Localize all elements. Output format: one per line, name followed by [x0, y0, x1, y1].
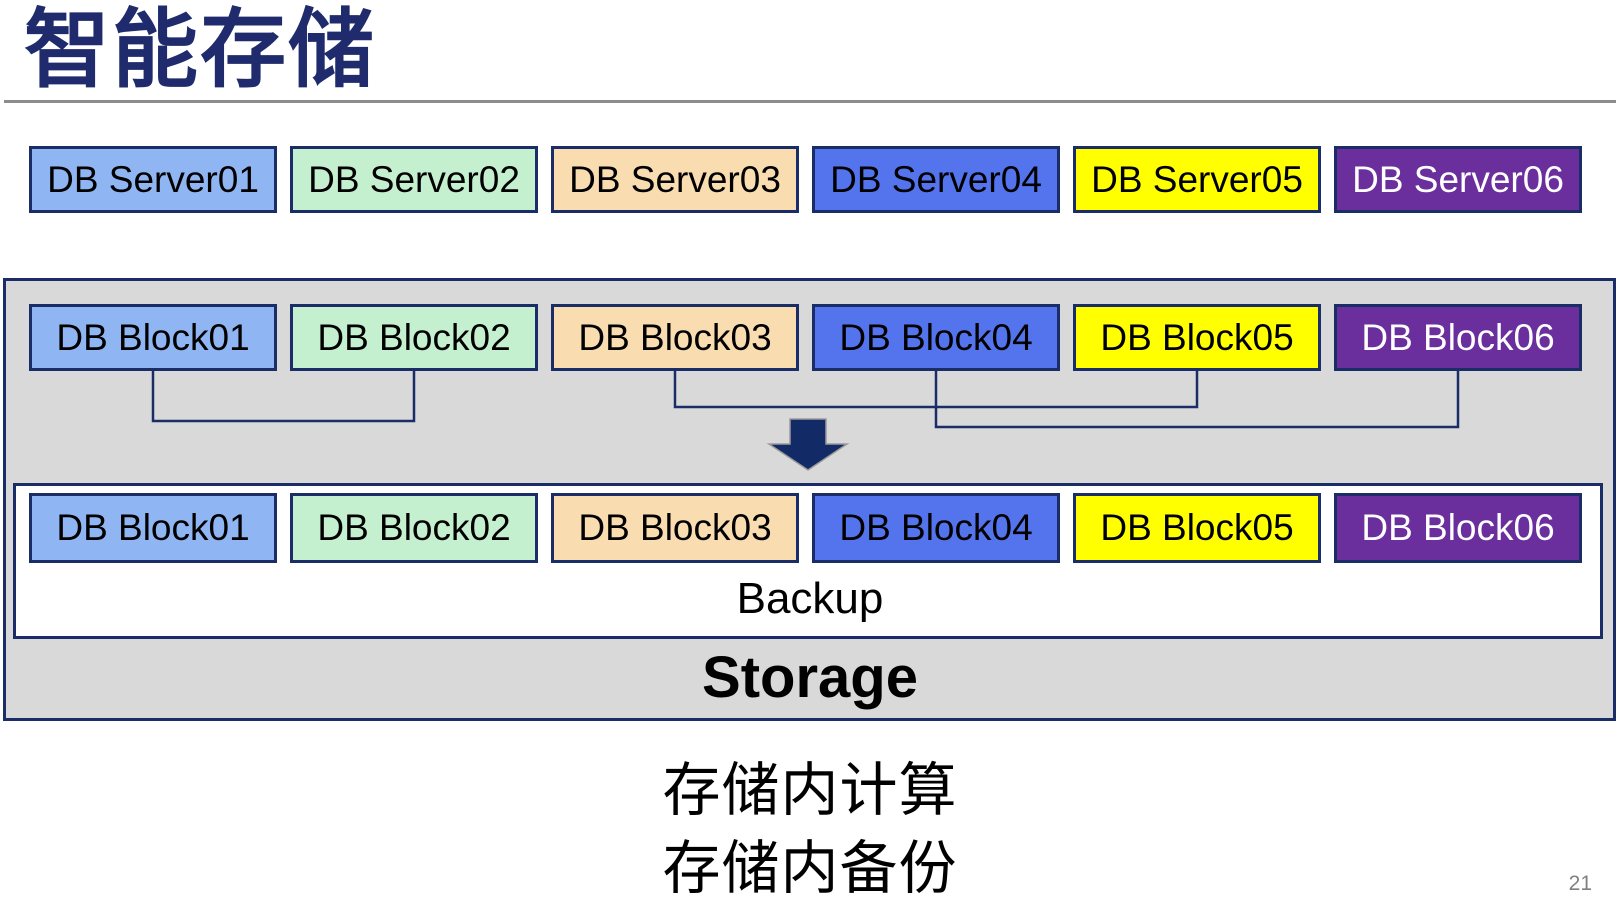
- block-box-04: DB Block04: [812, 304, 1060, 371]
- server-box-03: DB Server03: [551, 146, 799, 213]
- backup-block-box-06: DB Block06: [1334, 493, 1582, 563]
- caption-line-2: 存储内备份: [662, 836, 958, 901]
- block-box-05: DB Block05: [1073, 304, 1321, 371]
- backup-block-box-04: DB Block04: [812, 493, 1060, 563]
- page-title: 智能存储: [24, 2, 376, 98]
- caption: 存储内计算 存储内备份: [0, 752, 1620, 908]
- server-box-06: DB Server06: [1334, 146, 1582, 213]
- backup-block-box-03: DB Block03: [551, 493, 799, 563]
- backup-block-box-02: DB Block02: [290, 493, 538, 563]
- server-row: DB Server01 DB Server02 DB Server03 DB S…: [29, 146, 1582, 213]
- title-divider: [4, 100, 1616, 103]
- block-box-06: DB Block06: [1334, 304, 1582, 371]
- backup-block-row: DB Block01 DB Block02 DB Block03 DB Bloc…: [29, 493, 1582, 563]
- server-box-01: DB Server01: [29, 146, 277, 213]
- server-box-05: DB Server05: [1073, 146, 1321, 213]
- block-row: DB Block01 DB Block02 DB Block03 DB Bloc…: [29, 304, 1582, 371]
- page-number: 21: [1568, 872, 1592, 895]
- block-box-02: DB Block02: [290, 304, 538, 371]
- block-box-03: DB Block03: [551, 304, 799, 371]
- server-box-02: DB Server02: [290, 146, 538, 213]
- storage-label: Storage: [702, 645, 918, 710]
- server-box-04: DB Server04: [812, 146, 1060, 213]
- backup-label: Backup: [736, 574, 884, 623]
- block-box-01: DB Block01: [29, 304, 277, 371]
- backup-block-box-05: DB Block05: [1073, 493, 1321, 563]
- backup-block-box-01: DB Block01: [29, 493, 277, 563]
- caption-line-1: 存储内计算: [662, 758, 958, 823]
